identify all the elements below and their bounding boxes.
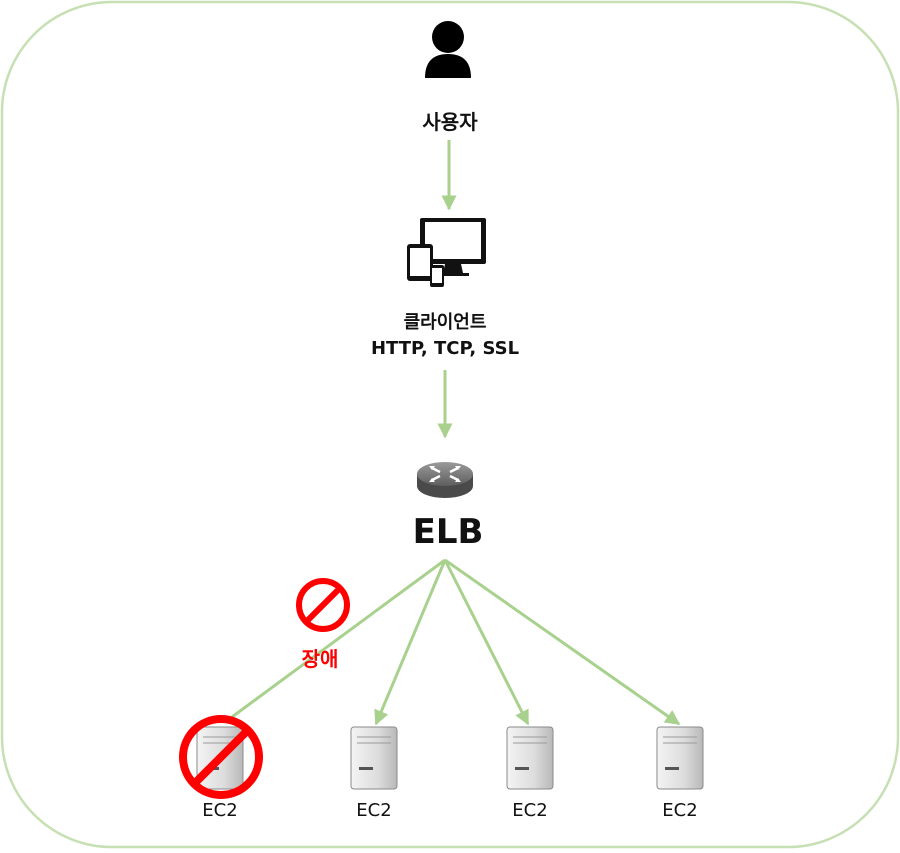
ec2-servers [196,726,704,790]
arrow-elb-to-ec2-3 [443,559,530,726]
user-label: 사용자 [422,110,478,134]
arrow-elb-to-ec2-2 [374,559,447,726]
client-protocols: HTTP, TCP, SSL [370,338,520,359]
ec2-label: EC2 [512,800,548,821]
devices-icon [407,218,486,287]
arrow-elb-to-ec2-4 [444,558,681,726]
user-icon [425,21,471,78]
server-icon [506,726,554,790]
ec2-label: EC2 [202,800,238,821]
ec2-label: EC2 [662,800,698,821]
client-label-block: 클라이언트 HTTP, TCP, SSL [320,310,570,362]
prohibited-icon [296,578,350,632]
failed-ec2-prohibited-icon [179,715,263,799]
server-icon [656,726,704,790]
server-icon [350,726,398,790]
client-label: 클라이언트 [403,312,487,333]
router-icon [417,462,473,498]
ec2-label: EC2 [356,800,392,821]
link-elb-to-failed-ec2 [231,558,446,719]
failure-label: 장애 [301,647,339,671]
elb-label: ELB [412,512,484,552]
